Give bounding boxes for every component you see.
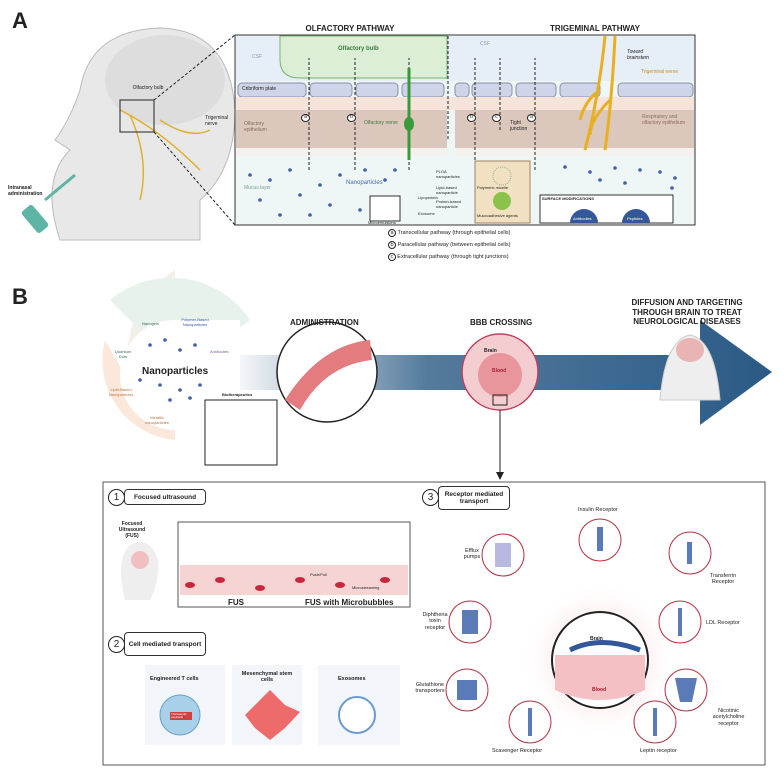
surface-modifications-label: SURFACE MODIFICATIONS [542, 196, 594, 201]
olfactory-pathway-title: OLFACTORY PATHWAY [305, 24, 395, 33]
fus-label: FUS [228, 598, 244, 607]
nanoparticles-title: Nanoparticles [142, 366, 209, 377]
receptor-nicotinic: Nicotinic acetylcholine receptor [712, 708, 745, 727]
receptor-scavenger: Scavenger Receptor [492, 748, 543, 754]
legend-text: Transcellular pathway (through epithelia… [397, 230, 511, 236]
bottom-panel-frame [102, 481, 766, 766]
receptor-leptin: Leptin receptor [640, 748, 677, 754]
card-mesenchymal: Mesenchymal stem cells [241, 671, 293, 684]
lipoprotein-label: Lipoprotein [418, 195, 438, 200]
cribriform-plate-label: Cribriform plate [242, 86, 277, 92]
receptor-mediated-title: Receptor mediated transport [438, 486, 510, 510]
toward-brainstem-label: Toward brainstem [627, 49, 649, 61]
legend-key: c [388, 253, 396, 261]
receptor-transferrin: Transferrin Receptor [709, 573, 737, 586]
legend-item: c Extracellular pathway (through tight j… [388, 253, 509, 261]
exosome-label: Exosome [418, 211, 435, 216]
section-number-3: 3 [422, 489, 439, 506]
panel-a-letter: A [12, 8, 28, 33]
panel-b-artwork [102, 270, 772, 480]
bbb-blood-label: Blood [492, 368, 507, 374]
segment-polymer-based: Polymer-Based Nanoparticles [181, 317, 209, 327]
trigeminal-pathway-title: TRIGEMINAL PATHWAY [550, 24, 640, 33]
olfactory-bulb-label: Olfactory bulb [338, 46, 379, 52]
focused-ultrasound-title: Focused ultrasound [124, 489, 206, 505]
section-number-2: 2 [108, 636, 125, 653]
lipid-based-label: Lipid-based nanoparticle [436, 185, 458, 195]
panel-a-schematic [234, 34, 696, 226]
payload-label: Therapeutic payloads [171, 712, 187, 720]
marker-b-trigeminal: b [467, 114, 476, 122]
peptides-label: Peptides [627, 216, 643, 221]
biotherapeutics-label: Biotherapeutics [222, 392, 253, 397]
administration-title: ADMINISTRATION [290, 318, 359, 327]
card-exosomes: Exosomes [338, 676, 366, 682]
mucoadhesive-label: Muccoadhesive agents [477, 213, 518, 218]
cell-cards [145, 665, 400, 745]
bbb-crossing-title: BBB CROSSING [470, 318, 533, 327]
bbb-brain-label: Brain [484, 348, 497, 354]
marker-a-trigeminal: a [527, 114, 536, 122]
head-illustration [21, 27, 236, 241]
fus-microbubbles-label: FUS with Microbubbles [305, 598, 394, 607]
panel-b-letter: B [12, 284, 28, 309]
microemulsions-label: Microemulsions [368, 220, 396, 225]
fus-head-label: Focused Ultrasound (FUS) [118, 521, 146, 539]
microstreaming-label: Microstreaming [352, 585, 380, 590]
receptor-diphtheria: Diphtheria toxin receptor [422, 612, 448, 631]
protein-based-label: Protein-based nanoparticle [436, 199, 461, 209]
plga-label: PLGA nanoparticles [436, 169, 460, 179]
legend-text: Extracellular pathway (through tight jun… [397, 254, 509, 260]
section-number-1: 1 [108, 489, 125, 506]
olfactory-epithelium-label: Olfactory epithelium [244, 121, 267, 133]
tight-junction-label: Tight junction [510, 120, 528, 132]
intranasal-administration-label: Intranasal administration [8, 185, 43, 197]
marker-b: b [347, 114, 356, 122]
segment-antibodies: Antibodies [210, 349, 229, 354]
antibodies-label: Antibodies [573, 216, 592, 221]
marker-c: c [492, 114, 501, 122]
legend-item: a Transcellular pathway (through epithel… [388, 229, 511, 237]
respiratory-epithelium-label: Respiratory and olfactory epithelium [642, 114, 686, 126]
csf-label-trigeminal: CSF [480, 41, 490, 47]
head-trigeminal-nerve-label: Trigeminal nerve [205, 115, 229, 127]
receptor-brain-label: Brain [590, 636, 603, 642]
receptor-blood-label: Blood [592, 687, 607, 693]
legend-text: Paracellular pathway (between epithelial… [397, 242, 511, 248]
card-engineered-t-cells: Engineered T cells [150, 676, 199, 682]
legend-key: b [388, 241, 397, 249]
head-olfactory-bulb-label: Olfactory bulb [132, 85, 164, 91]
olfactory-nerve-label: Olfactory nerve [364, 120, 398, 126]
legend-key: a [388, 229, 397, 237]
csf-label: CSF [252, 54, 262, 60]
receptor-ldl: LDL Receptor [706, 620, 740, 626]
segment-nanogels: Nanogels [142, 321, 159, 326]
receptor-glutathione: Glutathione transporters [415, 682, 445, 695]
receptor-insulin: Insulin Receptor [578, 507, 618, 513]
receptor-efflux: Efflux pumps [463, 548, 481, 561]
segment-quantum-dots: Quantum Dots [114, 349, 132, 359]
polymeric-micelle-label: Polymeric micelle [477, 185, 509, 190]
marker-a: a [301, 114, 310, 122]
mucus-layer-label: Mucus layer [244, 185, 271, 191]
nanoparticles-label: Nanoparticles [346, 180, 383, 186]
cell-mediated-title: Cell mediated transport [124, 632, 206, 656]
push-pull-label: Push/Pull [310, 572, 327, 577]
trigeminal-nerve-label: Trigeminal nerve [641, 69, 679, 75]
receptor-artwork [445, 518, 712, 744]
fus-artwork [121, 521, 411, 608]
legend-item: b Paracellular pathway (between epitheli… [388, 241, 511, 249]
diffusion-title: DIFFUSION AND TARGETING THROUGH BRAIN TO… [631, 298, 743, 327]
segment-lipid-based: Lipid-Based Nanoparticles [108, 387, 134, 397]
segment-metallic: Metallic nanoparticles [145, 415, 169, 425]
